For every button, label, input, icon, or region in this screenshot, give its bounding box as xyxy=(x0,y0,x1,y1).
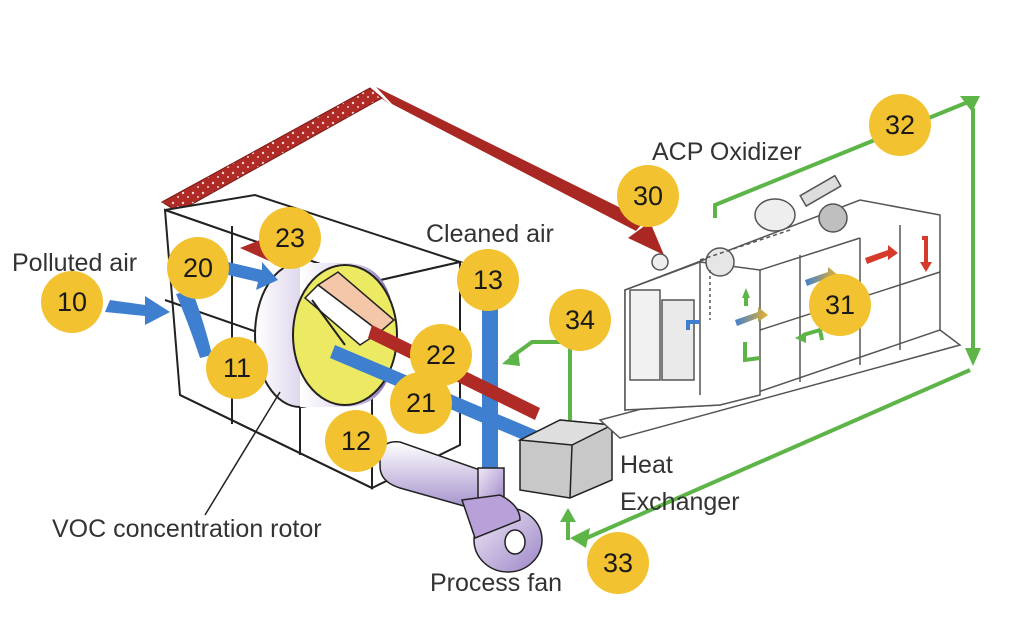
svg-text:33: 33 xyxy=(603,548,633,578)
heat-exchanger xyxy=(517,419,615,499)
badge-12: 12 xyxy=(325,410,387,472)
return-line xyxy=(581,368,971,542)
heat-exchanger-line xyxy=(508,340,572,420)
rotor-leader-line xyxy=(204,391,281,516)
cleaned-air-label: Cleaned air xyxy=(426,220,554,248)
heat-exchanger-label-line2: Exchanger xyxy=(620,488,740,516)
badge-30: 30 xyxy=(617,165,679,227)
badges: 10 11 12 13 20 21 22 23 30 31 32 33 34 xyxy=(41,94,931,594)
svg-text:23: 23 xyxy=(275,223,305,253)
green-arrow-34 xyxy=(502,350,520,366)
badge-34: 34 xyxy=(549,289,611,351)
voc-rotor xyxy=(254,262,398,408)
process-fan xyxy=(379,441,543,573)
badge-22: 22 xyxy=(410,324,472,386)
svg-text:13: 13 xyxy=(473,265,503,295)
badge-13: 13 xyxy=(457,249,519,311)
badge-11: 11 xyxy=(206,337,268,399)
acp-oxidizer xyxy=(598,174,962,439)
inlet-arrow xyxy=(224,262,278,290)
svg-text:10: 10 xyxy=(57,287,87,317)
oxidizer-flow-arrows xyxy=(686,236,932,363)
badge-31: 31 xyxy=(809,274,871,336)
svg-text:12: 12 xyxy=(341,426,371,456)
inlet-bend xyxy=(176,290,212,358)
svg-text:31: 31 xyxy=(825,290,855,320)
svg-text:20: 20 xyxy=(183,253,213,283)
badge-23: 23 xyxy=(259,207,321,269)
badge-10: 10 xyxy=(41,271,103,333)
green-arrow-left xyxy=(570,528,590,548)
heat-exchanger-label-line1: Heat xyxy=(620,451,673,479)
badge-20: 20 xyxy=(167,237,229,299)
badge-33: 33 xyxy=(587,532,649,594)
duct-arrow-head xyxy=(628,222,664,255)
polluted-air-arrow xyxy=(105,296,170,325)
hot-air-duct xyxy=(161,87,664,255)
svg-text:30: 30 xyxy=(633,181,663,211)
cleaned-air-stack xyxy=(482,272,498,472)
process-fan-label: Process fan xyxy=(430,569,562,597)
svg-text:22: 22 xyxy=(426,340,456,370)
green-arrow-top xyxy=(960,96,980,112)
svg-text:34: 34 xyxy=(565,305,595,335)
badge-32: 32 xyxy=(869,94,931,156)
svg-text:21: 21 xyxy=(406,388,436,418)
badge-21: 21 xyxy=(390,372,452,434)
svg-text:32: 32 xyxy=(885,110,915,140)
green-arrow-down xyxy=(965,348,981,366)
voc-rotor-label: VOC concentration rotor xyxy=(52,515,322,543)
acp-oxidizer-label: ACP Oxidizer xyxy=(652,138,802,166)
green-arrow-up xyxy=(560,508,576,522)
svg-text:11: 11 xyxy=(223,353,251,383)
